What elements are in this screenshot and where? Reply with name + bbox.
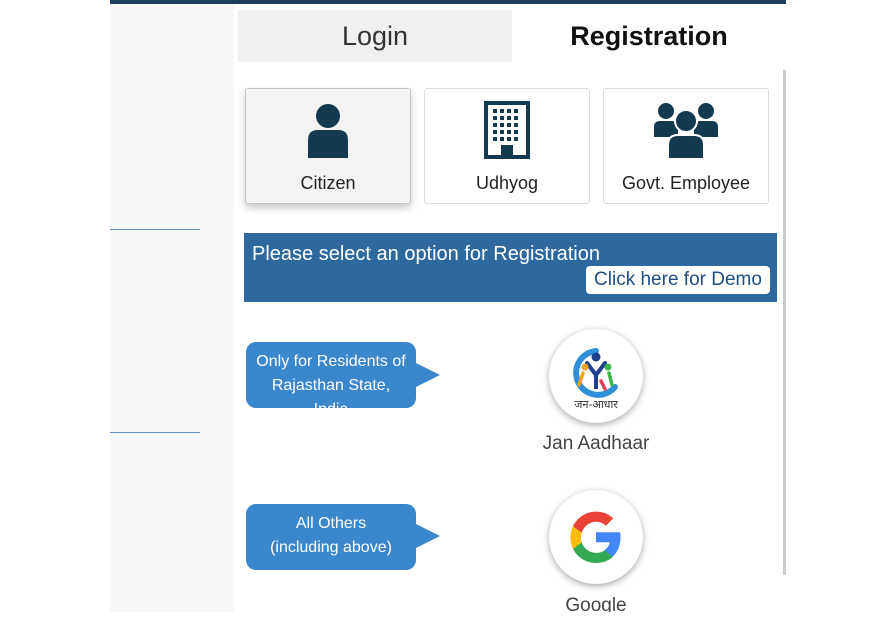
note-line: Rajasthan State,: [271, 377, 391, 394]
jan-aadhaar-button[interactable]: जन-आधार: [549, 329, 643, 423]
note-line: India: [246, 398, 416, 408]
building-icon: [425, 101, 589, 159]
banner-text: Please select an option for Registration: [252, 243, 600, 265]
govt-employee-label: Govt. Employee: [621, 173, 751, 193]
google-caption: Google: [565, 595, 627, 612]
demo-button[interactable]: Click here for Demo: [586, 266, 770, 294]
note-line: (including above): [270, 539, 392, 556]
users-group-icon: [604, 101, 768, 159]
user-icon: [246, 101, 410, 159]
citizen-option-card[interactable]: Citizen: [245, 88, 411, 204]
left-divider: [110, 229, 200, 230]
bottom-edge: [0, 612, 894, 624]
scrollbar[interactable]: [783, 70, 786, 575]
jan-aadhaar-logo-text: जन-आधार: [574, 398, 618, 411]
note-line: Only for Residents of: [256, 353, 406, 370]
google-logo: [570, 511, 621, 563]
bubble-arrow: [414, 362, 440, 388]
citizen-label: Citizen: [300, 173, 356, 193]
all-others-note-bubble: All Others (including above): [246, 504, 416, 570]
left-divider: [110, 432, 200, 433]
tab-registration[interactable]: Registration: [512, 10, 786, 62]
govt-employee-option-card[interactable]: Govt. Employee: [603, 88, 769, 204]
top-border: [110, 0, 786, 4]
auth-tabs: Login Registration: [238, 10, 786, 62]
registration-banner: Please select an option for Registration…: [244, 233, 777, 302]
left-panel: [110, 4, 234, 612]
jan-aadhaar-logo: जन-आधार: [573, 348, 618, 411]
note-line: All Others: [295, 515, 367, 532]
udhyog-label: Udhyog: [475, 173, 539, 193]
bubble-arrow: [414, 523, 440, 549]
jan-aadhaar-caption: Jan Aadhaar: [542, 433, 650, 454]
residents-note-bubble: Only for Residents of Rajasthan State, I…: [246, 342, 416, 408]
tab-login[interactable]: Login: [238, 10, 512, 62]
udhyog-option-card[interactable]: Udhyog: [424, 88, 590, 204]
google-button[interactable]: [549, 490, 643, 584]
